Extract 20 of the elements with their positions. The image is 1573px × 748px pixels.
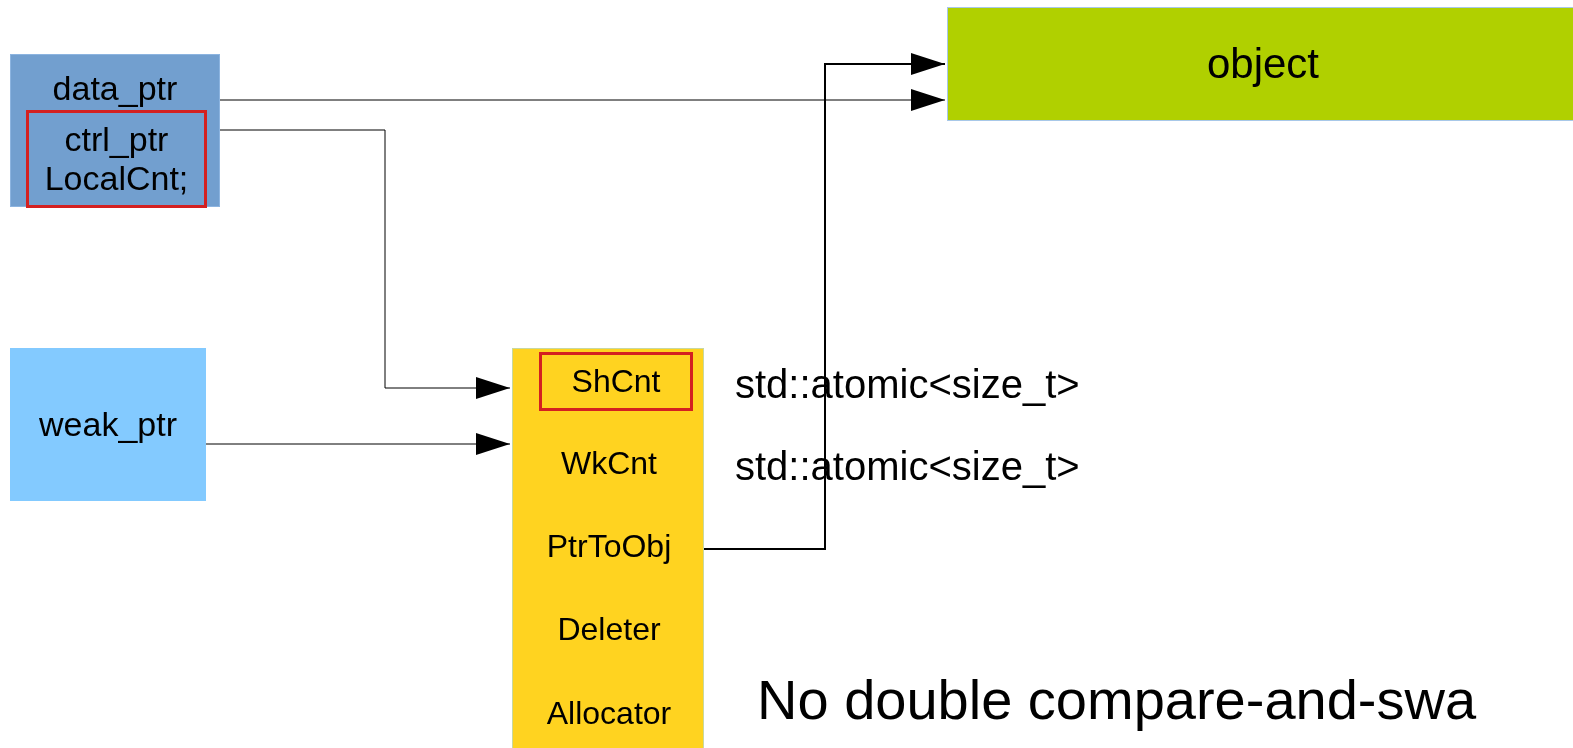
highlight-box [539, 352, 693, 411]
arrow [703, 53, 946, 550]
arrow [219, 89, 946, 111]
highlight-box [26, 110, 207, 208]
field-name: Deleter [513, 611, 705, 648]
field-name: ctrl_ptr LocalCnt; [43, 119, 190, 199]
field-name: WkCnt [513, 445, 705, 482]
arrow [205, 433, 511, 455]
field-name: data_ptr [52, 69, 178, 109]
field-name: PtrToObj [513, 528, 705, 565]
weak-ptr-box [10, 348, 206, 501]
field-name: object [1206, 39, 1320, 89]
field-name: Allocator [513, 695, 705, 732]
field-name: ShCnt [571, 363, 661, 400]
arrow [219, 129, 511, 399]
note-text: No double compare-and-swa [757, 668, 1477, 733]
control-block-box [512, 348, 704, 748]
struct-box [10, 54, 220, 207]
object-box [947, 7, 1573, 121]
field-name: weak_ptr [39, 404, 177, 445]
